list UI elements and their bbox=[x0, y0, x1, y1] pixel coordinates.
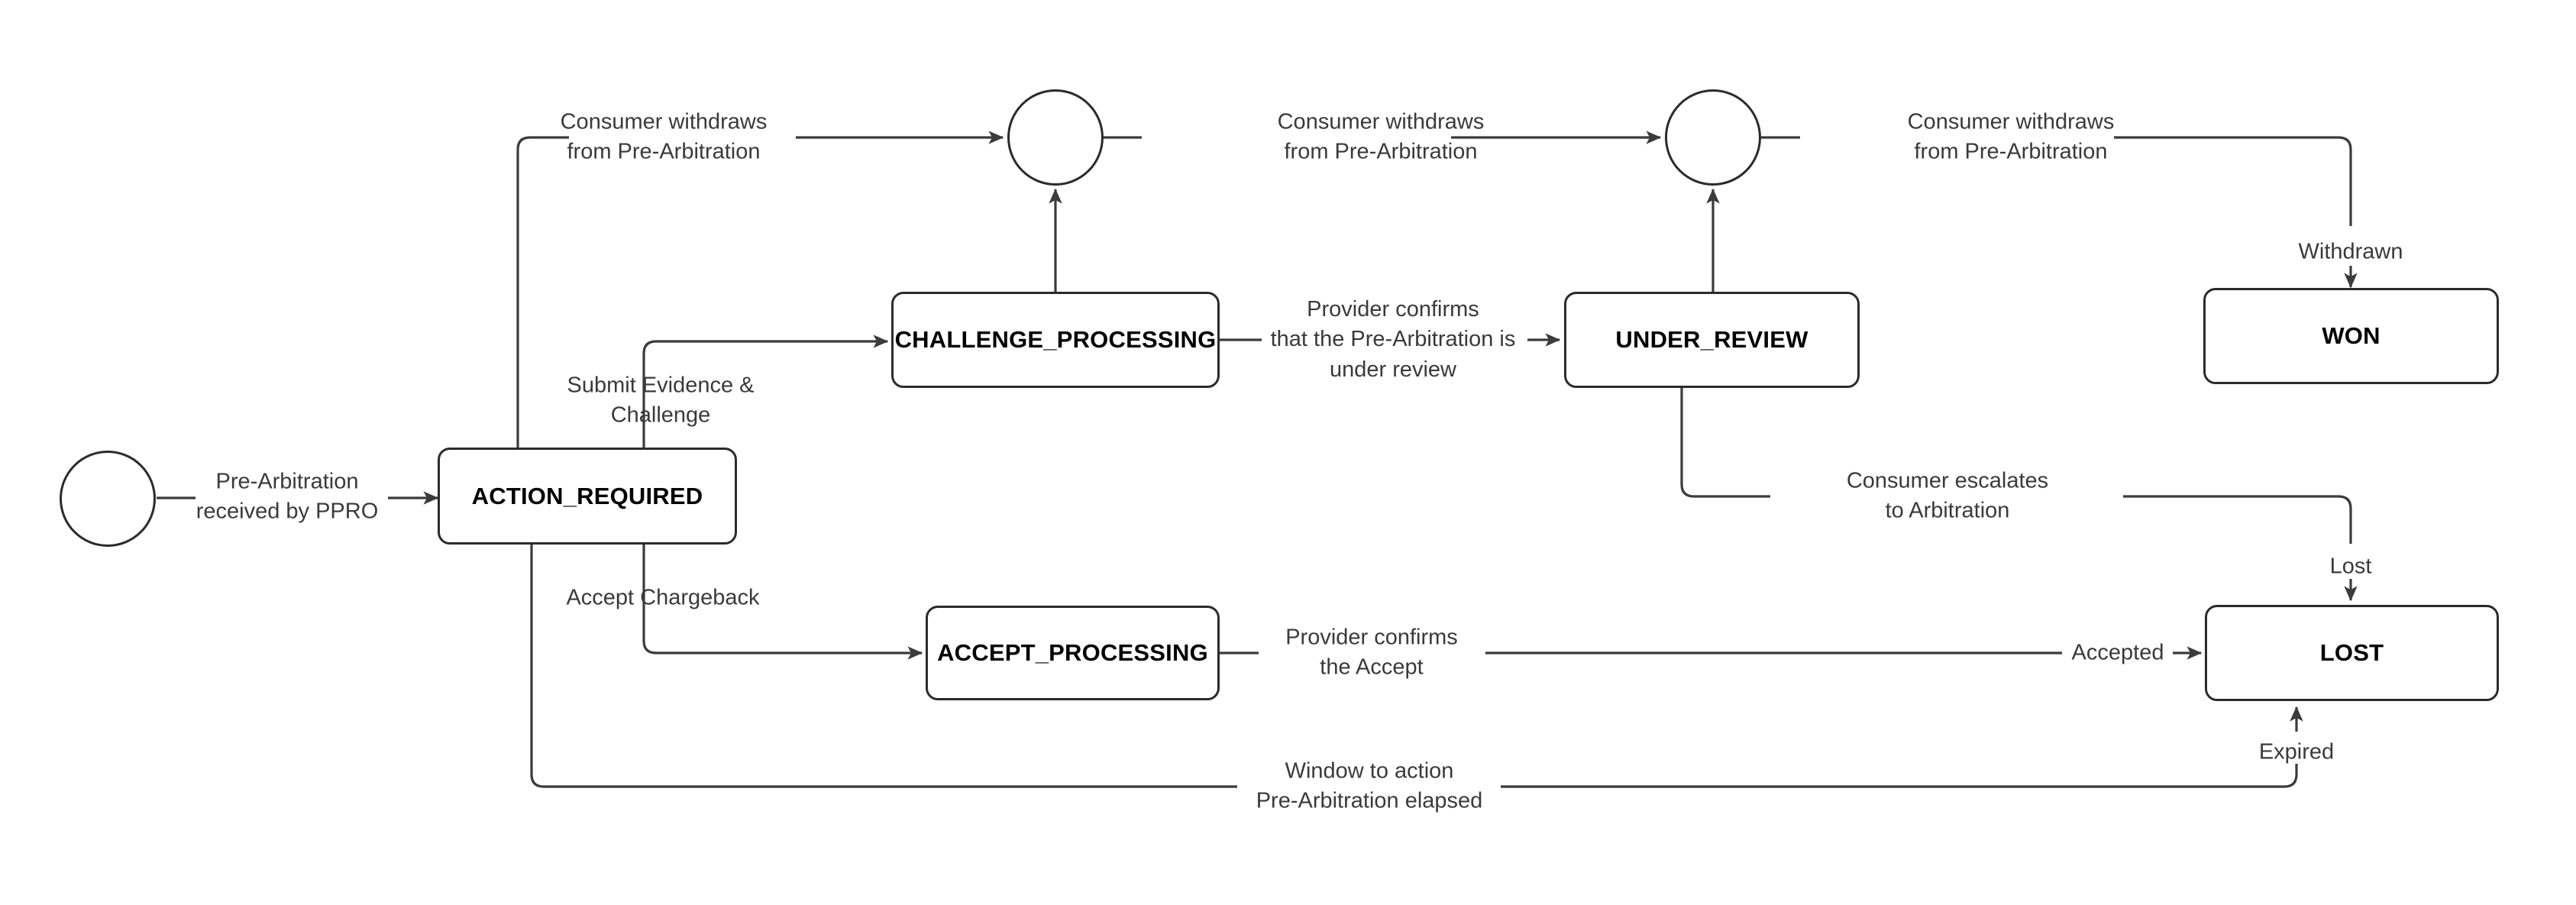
state-label-action-required: ACTION_REQUIRED bbox=[471, 482, 703, 509]
state-node-under-review[interactable]: UNDER_REVIEW bbox=[1564, 292, 1860, 388]
state-node-challenge-processing[interactable]: CHALLENGE_PROCESSING bbox=[891, 292, 1220, 388]
edge-action-required-to-challenge-processing bbox=[642, 335, 889, 448]
state-node-won[interactable]: WON bbox=[2203, 288, 2499, 384]
state-label-won: WON bbox=[2322, 322, 2380, 349]
state-label-under-review: UNDER_REVIEW bbox=[1615, 326, 1808, 353]
state-label-challenge-processing: CHALLENGE_PROCESSING bbox=[894, 326, 1217, 353]
edge-window-elapsed-tail bbox=[1501, 764, 2298, 788]
edge-under-review-to-lost-tail bbox=[2123, 495, 2352, 544]
state-label-lost: LOST bbox=[2319, 639, 2384, 666]
edge-action-required-to-accept-processing bbox=[642, 545, 923, 660]
junction-two-circle[interactable] bbox=[1665, 89, 1761, 186]
edge-under-review-to-lost bbox=[1680, 388, 1770, 498]
state-node-lost[interactable]: LOST bbox=[2205, 605, 2499, 701]
edge-junction-two-to-won-tail bbox=[2114, 136, 2352, 226]
junction-one-circle[interactable] bbox=[1007, 89, 1104, 186]
edge-action-required-to-junction-one bbox=[516, 136, 569, 448]
state-label-accept-processing: ACCEPT_PROCESSING bbox=[937, 639, 1208, 666]
start-state-circle[interactable] bbox=[60, 451, 156, 547]
edge-action-required-window-elapsed bbox=[530, 545, 1237, 788]
state-node-action-required[interactable]: ACTION_REQUIRED bbox=[438, 448, 737, 545]
state-node-accept-processing[interactable]: ACCEPT_PROCESSING bbox=[926, 606, 1220, 700]
